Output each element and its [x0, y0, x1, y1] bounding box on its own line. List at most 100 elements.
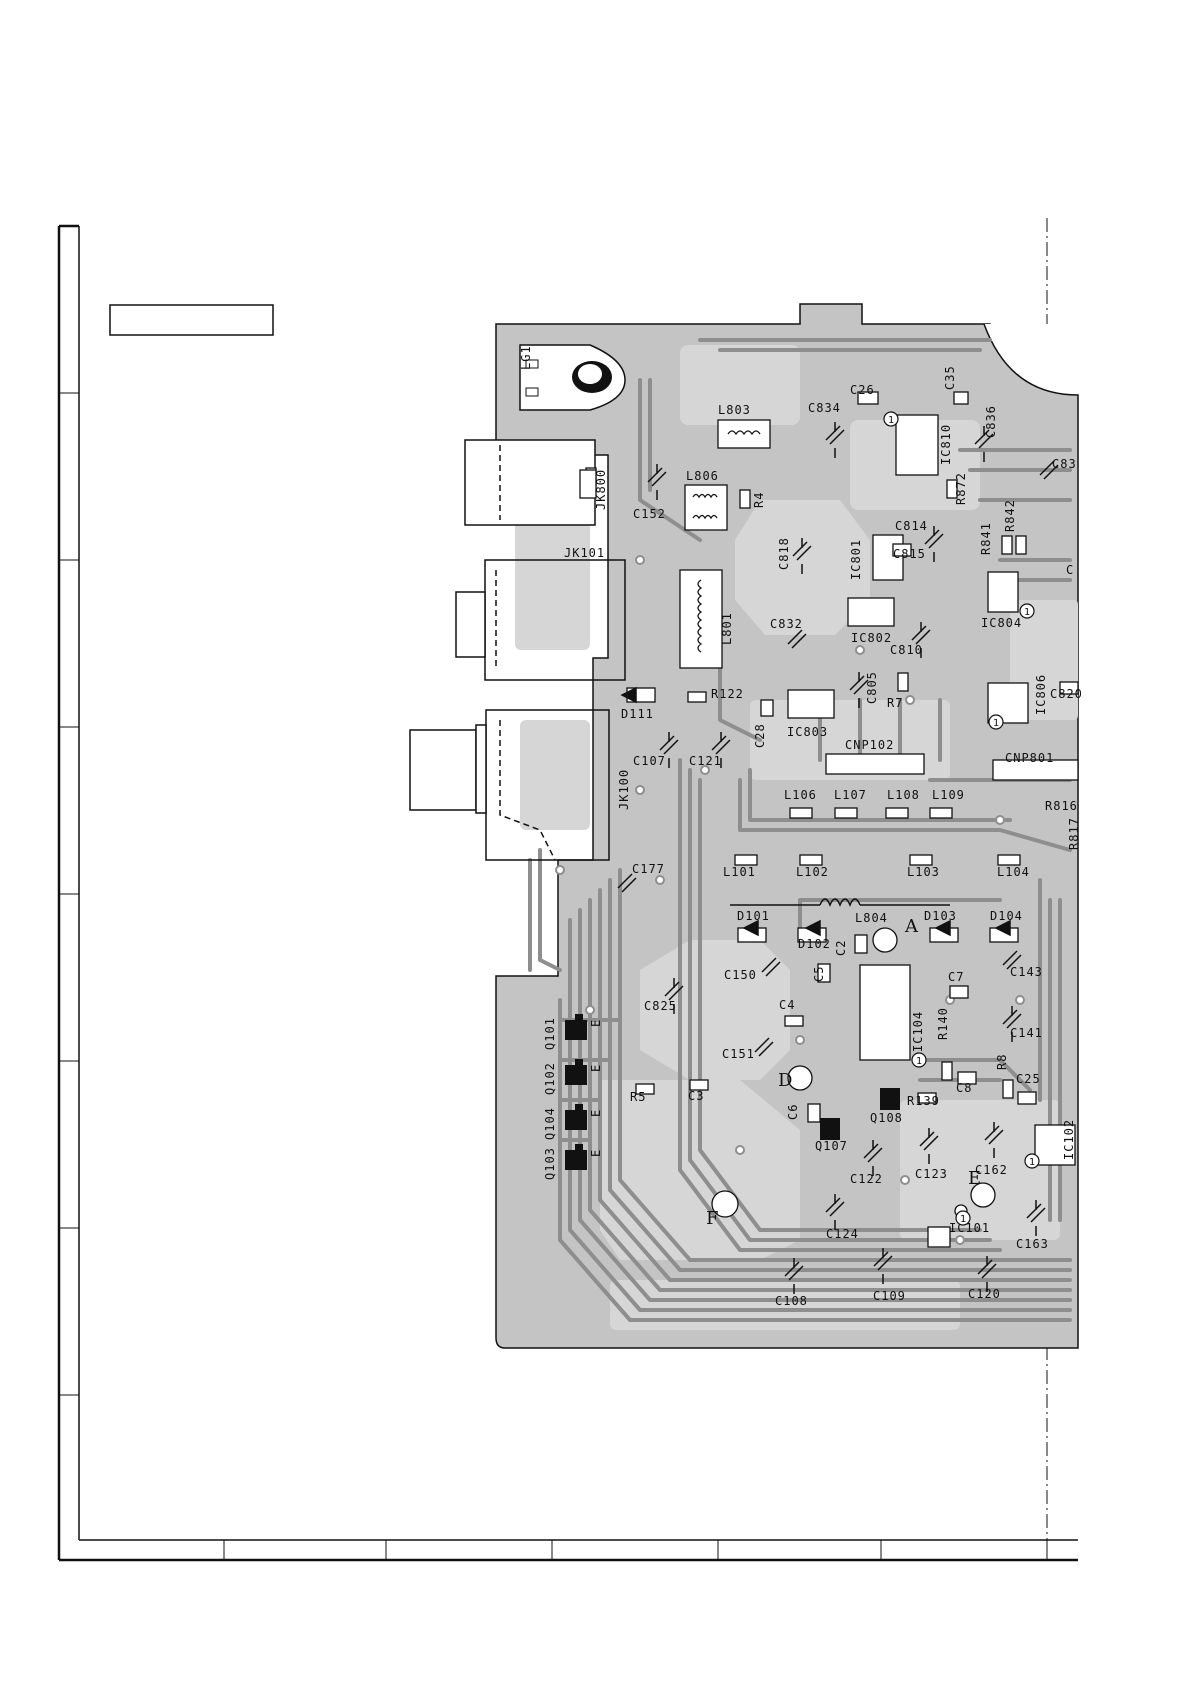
ref-label-c121: C121: [689, 754, 722, 768]
ref-label-c163: C163: [1016, 1237, 1049, 1251]
ref-label-l103: L103: [907, 865, 940, 879]
ref-label-l801: L801: [720, 612, 734, 645]
ref-label-ic803: IC803: [787, 725, 828, 739]
ref-label-c820: C820: [1050, 687, 1083, 701]
ref-label-c834: C834: [808, 401, 841, 415]
ref-label-c120: C120: [968, 1287, 1001, 1301]
svg-text:1: 1: [1029, 1157, 1035, 1168]
ref-label-c2: C2: [834, 940, 848, 956]
cap-symbols: [617, 422, 1059, 1294]
ref-label-ic802: IC802: [851, 631, 892, 645]
ref-label-r872: R872: [954, 472, 968, 505]
ref-label-q104: Q104: [543, 1107, 557, 1140]
ref-label-c810: C810: [890, 643, 923, 657]
ref-label-l804: L804: [855, 911, 888, 925]
ref-label-r816: R816: [1045, 799, 1078, 813]
ref-label-r7: R7: [887, 696, 903, 710]
ref-label-d102: D102: [798, 937, 831, 951]
ref-label-ic804: IC804: [981, 616, 1022, 630]
ref-label-cnp801: CNP801: [1005, 751, 1054, 765]
ref-label-c108: C108: [775, 1294, 808, 1308]
ref-label-q102: Q102: [543, 1062, 557, 1095]
ref-label-cnp102: CNP102: [845, 738, 894, 752]
emitter-mark: E: [589, 1019, 603, 1027]
pin1-marker: 1: [1024, 1153, 1040, 1169]
pin1-marker: 1: [1019, 603, 1035, 619]
pin1-marker: 1: [883, 411, 899, 427]
transistors: [565, 1014, 900, 1170]
ref-label-lg1: LG1: [519, 345, 533, 370]
ref-label-c6: C6: [786, 1104, 800, 1120]
ref-label-d101: D101: [737, 909, 770, 923]
ref-label-r140: R140: [936, 1007, 950, 1040]
ref-label-c4: C4: [779, 998, 795, 1012]
pin1-marker: 1: [988, 714, 1004, 730]
ref-label-ic101: IC101: [949, 1221, 990, 1235]
pin1-marker: 1: [955, 1210, 971, 1226]
ref-label-c3: C3: [688, 1089, 704, 1103]
ref-label-c83: C83: [1052, 457, 1077, 471]
vias: [555, 555, 1025, 1245]
ref-label-r8: R8: [995, 1054, 1009, 1070]
diodes: [620, 686, 1011, 937]
ref-label-c177: C177: [632, 862, 665, 876]
ref-label-l107: L107: [834, 788, 867, 802]
ref-label-c107: C107: [633, 754, 666, 768]
ref-label-r5: R5: [630, 1090, 646, 1104]
ref-label-q107: Q107: [815, 1139, 848, 1153]
test-point-e: E: [968, 1168, 981, 1189]
ref-label-c151: C151: [722, 1047, 755, 1061]
ref-label-l109: L109: [932, 788, 965, 802]
ref-label-ic806: IC806: [1034, 674, 1048, 715]
test-point-f: F: [706, 1208, 719, 1229]
ref-label-l101: L101: [723, 865, 756, 879]
ref-label-r122: R122: [711, 687, 744, 701]
lg1-bracket: [519, 344, 626, 411]
ref-label-jk100: JK100: [617, 769, 631, 810]
ref-label-d103: D103: [924, 909, 957, 923]
test-point-d: D: [778, 1070, 792, 1091]
ref-label-jk101: JK101: [564, 546, 605, 560]
ref-label-c818: C818: [777, 537, 791, 570]
ref-label-c123: C123: [915, 1167, 948, 1181]
ref-label-c143: C143: [1010, 965, 1043, 979]
jack-outlines: [409, 439, 626, 861]
svg-text:1: 1: [1024, 607, 1030, 618]
ref-label-c150: C150: [724, 968, 757, 982]
svg-text:1: 1: [888, 415, 894, 426]
ref-label-c109: C109: [873, 1289, 906, 1303]
ref-label-q103: Q103: [543, 1147, 557, 1180]
ref-label-c5: C5: [812, 966, 826, 982]
test-point-a: A: [904, 916, 919, 937]
title-box: [109, 304, 274, 336]
ref-label-q101: Q101: [543, 1017, 557, 1050]
ref-label-c28: C28: [753, 723, 767, 748]
ref-label-r4: R4: [752, 492, 766, 508]
ref-label-c35: C35: [943, 365, 957, 390]
ref-label-c122: C122: [850, 1172, 883, 1186]
emitter-mark: E: [589, 1149, 603, 1157]
pin1-marker: 1: [911, 1052, 927, 1068]
ref-label-l108: L108: [887, 788, 920, 802]
ref-label-c815: C815: [893, 547, 926, 561]
ref-label-c26: C26: [850, 383, 875, 397]
ref-label-c141: C141: [1010, 1026, 1043, 1040]
test-points: A D E F: [706, 916, 981, 1229]
ref-label-c124: C124: [826, 1227, 859, 1241]
ref-label-q108: Q108: [870, 1111, 903, 1125]
emitter-mark: E: [589, 1109, 603, 1117]
svg-text:1: 1: [916, 1056, 922, 1067]
svg-text:1: 1: [960, 1214, 966, 1225]
ref-label-r842: R842: [1003, 499, 1017, 532]
ref-label-l806: L806: [686, 469, 719, 483]
ref-label-c162: C162: [975, 1163, 1008, 1177]
ref-label-r139: R139: [907, 1094, 940, 1108]
ref-label-c25: C25: [1016, 1072, 1041, 1086]
ref-label-c825: C825: [644, 999, 677, 1013]
ref-label-c805: C805: [865, 671, 879, 704]
ref-label-c814: C814: [895, 519, 928, 533]
svg-text:1: 1: [993, 718, 999, 729]
ref-label-c152: C152: [633, 507, 666, 521]
ref-label-ic810: IC810: [939, 424, 953, 465]
